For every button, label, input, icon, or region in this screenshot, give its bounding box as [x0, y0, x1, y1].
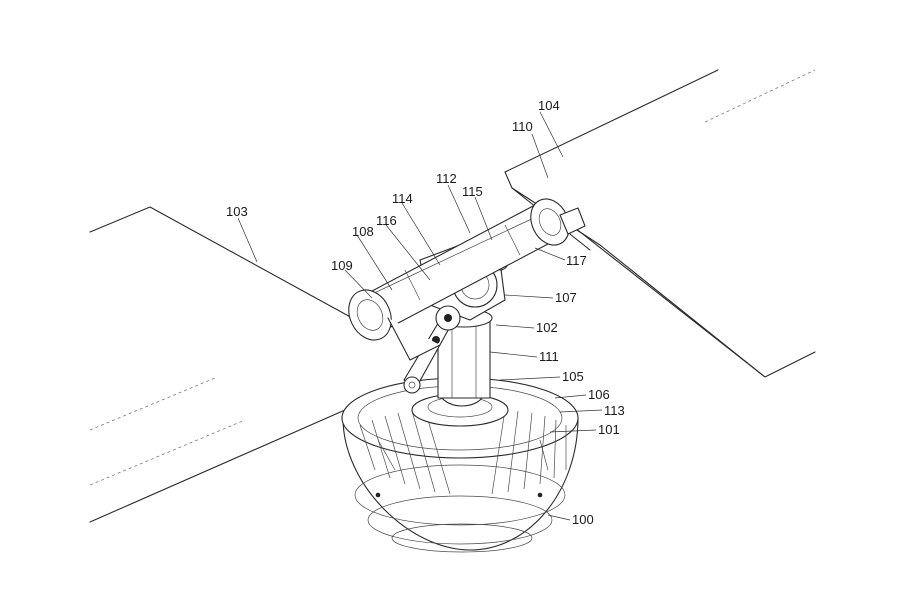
motor-hub — [341, 377, 579, 553]
label-115: 115 — [462, 184, 483, 199]
label-105: 105 — [562, 369, 584, 384]
label-111: 111 — [539, 349, 559, 364]
label-103: 103 — [226, 204, 248, 219]
label-109: 109 — [331, 258, 353, 273]
label-106: 106 — [588, 387, 610, 402]
label-117: 117 — [566, 253, 587, 268]
label-108: 108 — [352, 224, 374, 239]
label-104: 104 — [538, 98, 560, 113]
label-107: 107 — [555, 290, 577, 305]
label-116: 116 — [376, 213, 397, 228]
left-blade — [89, 206, 366, 523]
label-100: 100 — [572, 512, 594, 527]
leader-lines — [237, 111, 603, 521]
label-102: 102 — [536, 320, 558, 335]
label-101: 101 — [598, 422, 620, 437]
label-110: 110 — [512, 119, 533, 134]
label-112: 112 — [436, 171, 457, 186]
pitch-tube — [348, 198, 586, 361]
label-113: 113 — [604, 403, 625, 418]
reference-labels: 103 104 110 112 115 114 116 108 109 117 … — [226, 98, 625, 527]
label-114: 114 — [392, 191, 413, 206]
